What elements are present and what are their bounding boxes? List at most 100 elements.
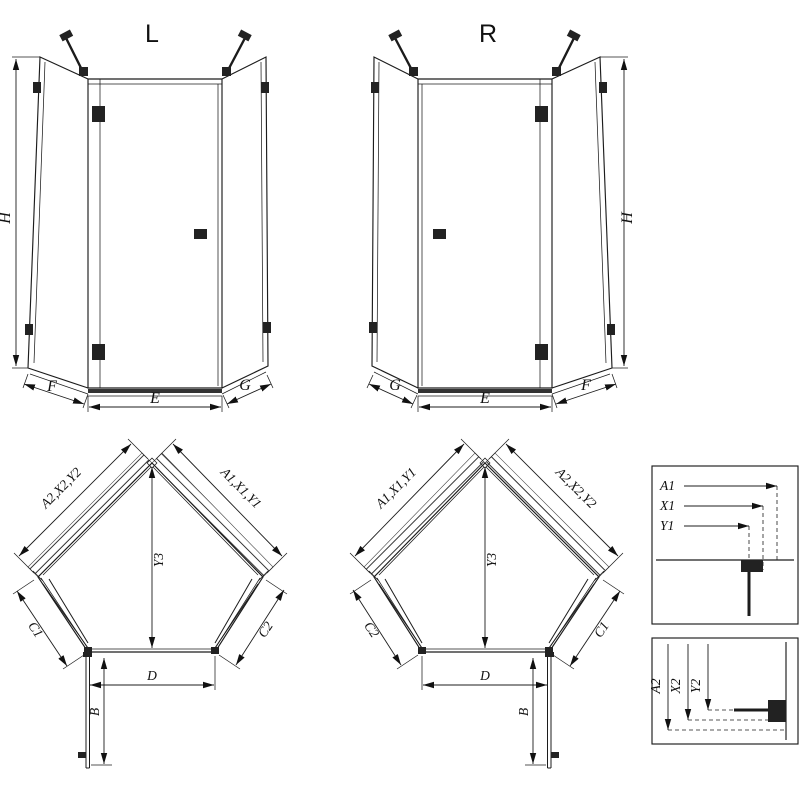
- dimension-line: [172, 443, 283, 557]
- dimension-f: F: [22, 373, 89, 409]
- dimension-h: H: [0, 56, 40, 369]
- dimension-label-side: C1: [25, 619, 46, 640]
- extension-lines: [12, 579, 85, 670]
- door-hinge: [92, 106, 105, 122]
- extension-lines: [488, 438, 624, 574]
- dimension-wall-a2: A2,X2,Y2: [13, 438, 149, 574]
- dimension-y3: Y3: [148, 467, 166, 648]
- dimension-line: [16, 590, 68, 667]
- extension-lines: [13, 438, 149, 574]
- panel-detail-lines: [29, 61, 267, 397]
- door-pivot: [545, 652, 554, 657]
- detail-label-x2: X2: [668, 678, 683, 694]
- dimension-g: G: [222, 374, 274, 409]
- wall-bracket: [369, 322, 377, 333]
- door-handle: [433, 229, 446, 239]
- dimension-label-side: C1: [591, 619, 612, 640]
- detail-section-horizontal: A1 X1 Y1: [651, 465, 799, 625]
- dimension-wall-a1: A1,X1,Y1: [155, 438, 288, 574]
- wall-bracket: [25, 324, 33, 335]
- door-threshold: [88, 389, 222, 393]
- detail-label-y1: Y1: [660, 518, 674, 533]
- dimension-label-g: G: [239, 377, 251, 394]
- perspective-view-right: R H G E: [366, 20, 636, 412]
- dimension-e: E: [417, 390, 553, 412]
- dimension-label-e: E: [479, 390, 490, 407]
- dimension-line: [569, 590, 621, 667]
- dimension-label-front: D: [479, 668, 490, 683]
- wall-hatch-right: [484, 452, 610, 578]
- stabilizer-bars: [378, 578, 595, 649]
- door-handle: [78, 752, 86, 758]
- brace-cap: [388, 29, 403, 42]
- brace-cap: [59, 29, 74, 42]
- extension-lines: [155, 438, 288, 574]
- detail-label-a2: A2: [648, 678, 663, 694]
- door-pivot-block: [418, 647, 426, 654]
- dimension-line: [226, 383, 272, 405]
- dimension-label-depth: Y3: [484, 553, 499, 568]
- extension-lines: [87, 396, 223, 412]
- dimension-f: F: [551, 373, 618, 409]
- dimension-c1: C1: [12, 579, 85, 670]
- dimension-line: [18, 443, 132, 557]
- door-threshold: [418, 389, 552, 393]
- perspective-view-left: L H F E: [0, 20, 274, 412]
- reference-lines: [668, 709, 786, 731]
- corner-profile: [479, 457, 491, 469]
- extension-lines: [12, 56, 40, 369]
- dimension-line: [23, 383, 85, 405]
- wall-hatch-right: [151, 452, 274, 578]
- door-pivot: [83, 652, 92, 657]
- extension-lines: [222, 374, 274, 409]
- wall-hatch-left: [363, 452, 486, 578]
- extension-lines: [349, 438, 482, 574]
- plan-view-left: A2,X2,Y2 A1,X1,Y1 Y3 C1 C2 D: [12, 438, 288, 769]
- enclosure-footprint: [373, 462, 600, 653]
- stabilizer-bars: [42, 578, 259, 649]
- detail-label-x1: X1: [659, 498, 675, 513]
- dimension-line: [354, 443, 465, 557]
- wall-bracket: [607, 324, 615, 335]
- brace-foot: [409, 67, 418, 76]
- door-pivot-block: [211, 647, 219, 654]
- corner-profile: [146, 457, 158, 469]
- detail-label-a1: A1: [659, 478, 675, 493]
- dimension-c1: C1: [552, 579, 625, 670]
- brace-cap: [566, 29, 581, 42]
- dimension-wall-a2: A2,X2,Y2: [488, 438, 624, 574]
- wall-bracket: [261, 82, 269, 93]
- view-title-left: L: [145, 20, 159, 48]
- extension-lines: [417, 396, 553, 412]
- brace-cap: [237, 29, 252, 42]
- dimension-line: [505, 443, 619, 557]
- dimension-label-side: C2: [255, 619, 276, 641]
- profile-section: [741, 560, 763, 572]
- panel-detail-lines: [373, 61, 611, 397]
- dimension-label-f: F: [580, 377, 591, 394]
- dimension-g: G: [366, 374, 418, 409]
- brace-foot: [79, 67, 88, 76]
- dimension-d: D: [421, 656, 547, 690]
- door-hinge: [92, 344, 105, 360]
- dimension-c2: C2: [349, 579, 419, 670]
- dimension-b: B: [516, 658, 546, 766]
- dimension-line: [555, 383, 617, 405]
- mounting-hardware: [369, 29, 615, 360]
- dimension-line: [368, 383, 414, 405]
- detail-section-vertical: A2 X2 Y2: [648, 637, 799, 745]
- door-hinge: [535, 106, 548, 122]
- dimension-label-door: B: [87, 708, 102, 716]
- extension-lines: [600, 56, 628, 369]
- extension-lines: [366, 374, 418, 409]
- detail-label-y2: Y2: [688, 679, 703, 694]
- dimension-label-front: D: [146, 668, 157, 683]
- door-hinge: [535, 344, 548, 360]
- door-pivot-block: [545, 647, 553, 654]
- dimension-label-wall: A1,X1,Y1: [372, 464, 419, 511]
- detail-frame: [651, 465, 799, 625]
- wall-bracket: [263, 322, 271, 333]
- brace-foot: [552, 67, 561, 76]
- dimension-y3: Y3: [481, 467, 499, 648]
